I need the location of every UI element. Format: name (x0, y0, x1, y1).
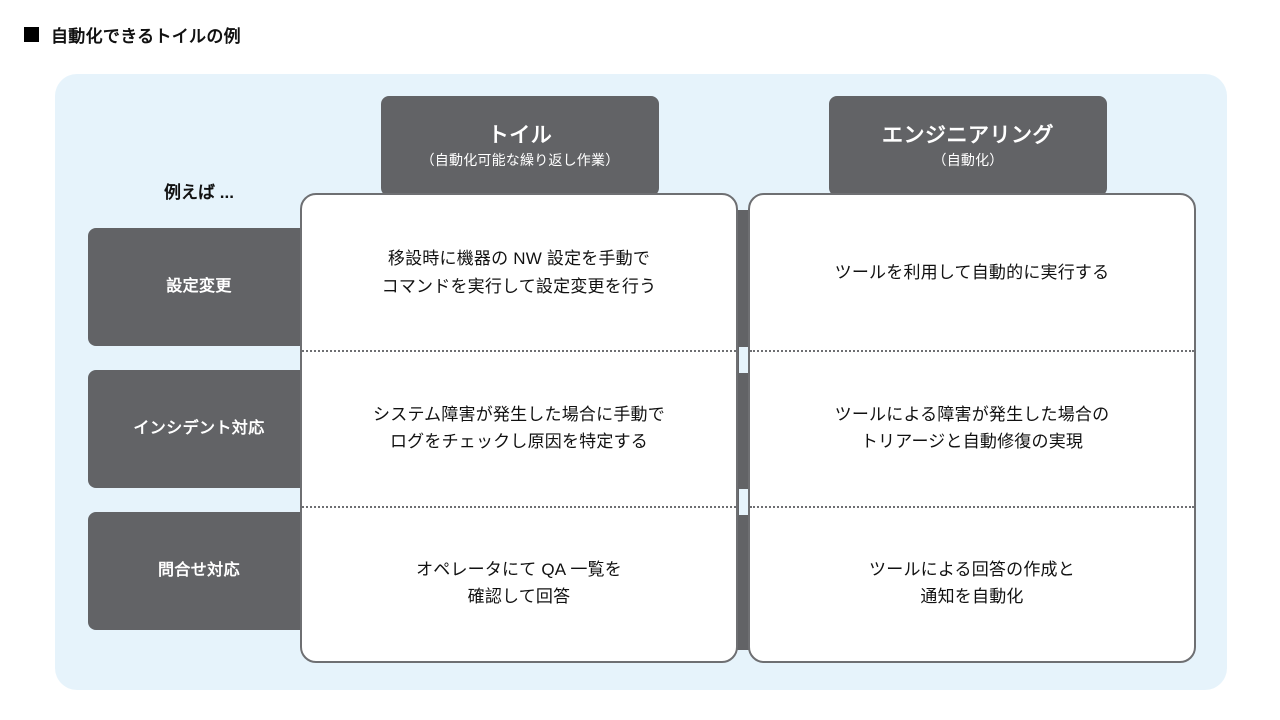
column-header-toil: トイル （自動化可能な繰り返し作業） (381, 96, 659, 196)
toil-cell-setting-change-line1: 移設時に機器の NW 設定を手動で (387, 249, 651, 269)
toil-cell-incident-response: システム障害が発生した場合に手動で ログをチェックし原因を特定する (302, 350, 736, 505)
engineering-cell-incident-response-line2: トリアージと自動修復の実現 (860, 431, 1084, 451)
toil-cell-incident-response-line2: ログをチェックし原因を特定する (389, 431, 648, 451)
row-label-setting-change: 設定変更 (88, 228, 310, 346)
page-title: 自動化できるトイルの例 (51, 27, 241, 46)
row-label-incident-response-line1: インシデント (133, 420, 232, 438)
toil-cell-setting-change: 移設時に機器の NW 設定を手動で コマンドを実行して設定変更を行う (302, 195, 736, 350)
column-separator-notch-1 (739, 347, 748, 373)
column-header-engineering-subtitle: （自動化） (932, 151, 1004, 168)
engineering-content-card: ツールを利用して自動的に実行する ツールによる障害が発生した場合の トリアージと… (748, 193, 1196, 663)
column-separator-bar (737, 210, 750, 650)
column-separator-notch-2 (739, 489, 748, 515)
row-label-incident-response: インシデント 対応 (88, 370, 310, 488)
engineering-cell-incident-response-line1: ツールによる障害が発生した場合の (834, 404, 1110, 424)
page-heading: 自動化できるトイルの例 (24, 22, 241, 47)
toil-cell-inquiry-response: オペレータにて QA 一覧を 確認して回答 (302, 505, 736, 661)
engineering-cell-inquiry-response-line2: 通知を自動化 (920, 587, 1024, 607)
engineering-cell-incident-response: ツールによる障害が発生した場合の トリアージと自動修復の実現 (750, 350, 1194, 505)
engineering-cell-inquiry-response: ツールによる回答の作成と 通知を自動化 (750, 505, 1194, 661)
column-header-engineering-title: エンジニアリング (882, 123, 1054, 147)
engineering-cell-setting-change-line1: ツールを利用して自動的に実行する (834, 263, 1110, 283)
column-header-toil-subtitle: （自動化可能な繰り返し作業） (420, 151, 620, 168)
row-label-inquiry-response: 問合せ対応 (88, 512, 310, 630)
toil-content-card: 移設時に機器の NW 設定を手動で コマンドを実行して設定変更を行う システム障… (300, 193, 738, 663)
toil-cell-incident-response-line1: システム障害が発生した場合に手動で (373, 404, 665, 424)
toil-cell-inquiry-response-line2: 確認して回答 (467, 587, 571, 607)
column-header-engineering: エンジニアリング （自動化） (829, 96, 1107, 196)
example-note: 例えば ... (164, 183, 234, 202)
engineering-cell-inquiry-response-line1: ツールによる回答の作成と (869, 560, 1075, 580)
toil-cell-setting-change-line2: コマンドを実行して設定変更を行う (381, 276, 657, 296)
square-bullet-icon (24, 27, 39, 42)
column-header-toil-title: トイル (487, 123, 553, 147)
engineering-cell-setting-change: ツールを利用して自動的に実行する (750, 195, 1194, 350)
toil-cell-inquiry-response-line1: オペレータにて QA 一覧を (416, 560, 622, 580)
row-label-incident-response-line2: 対応 (231, 420, 265, 438)
